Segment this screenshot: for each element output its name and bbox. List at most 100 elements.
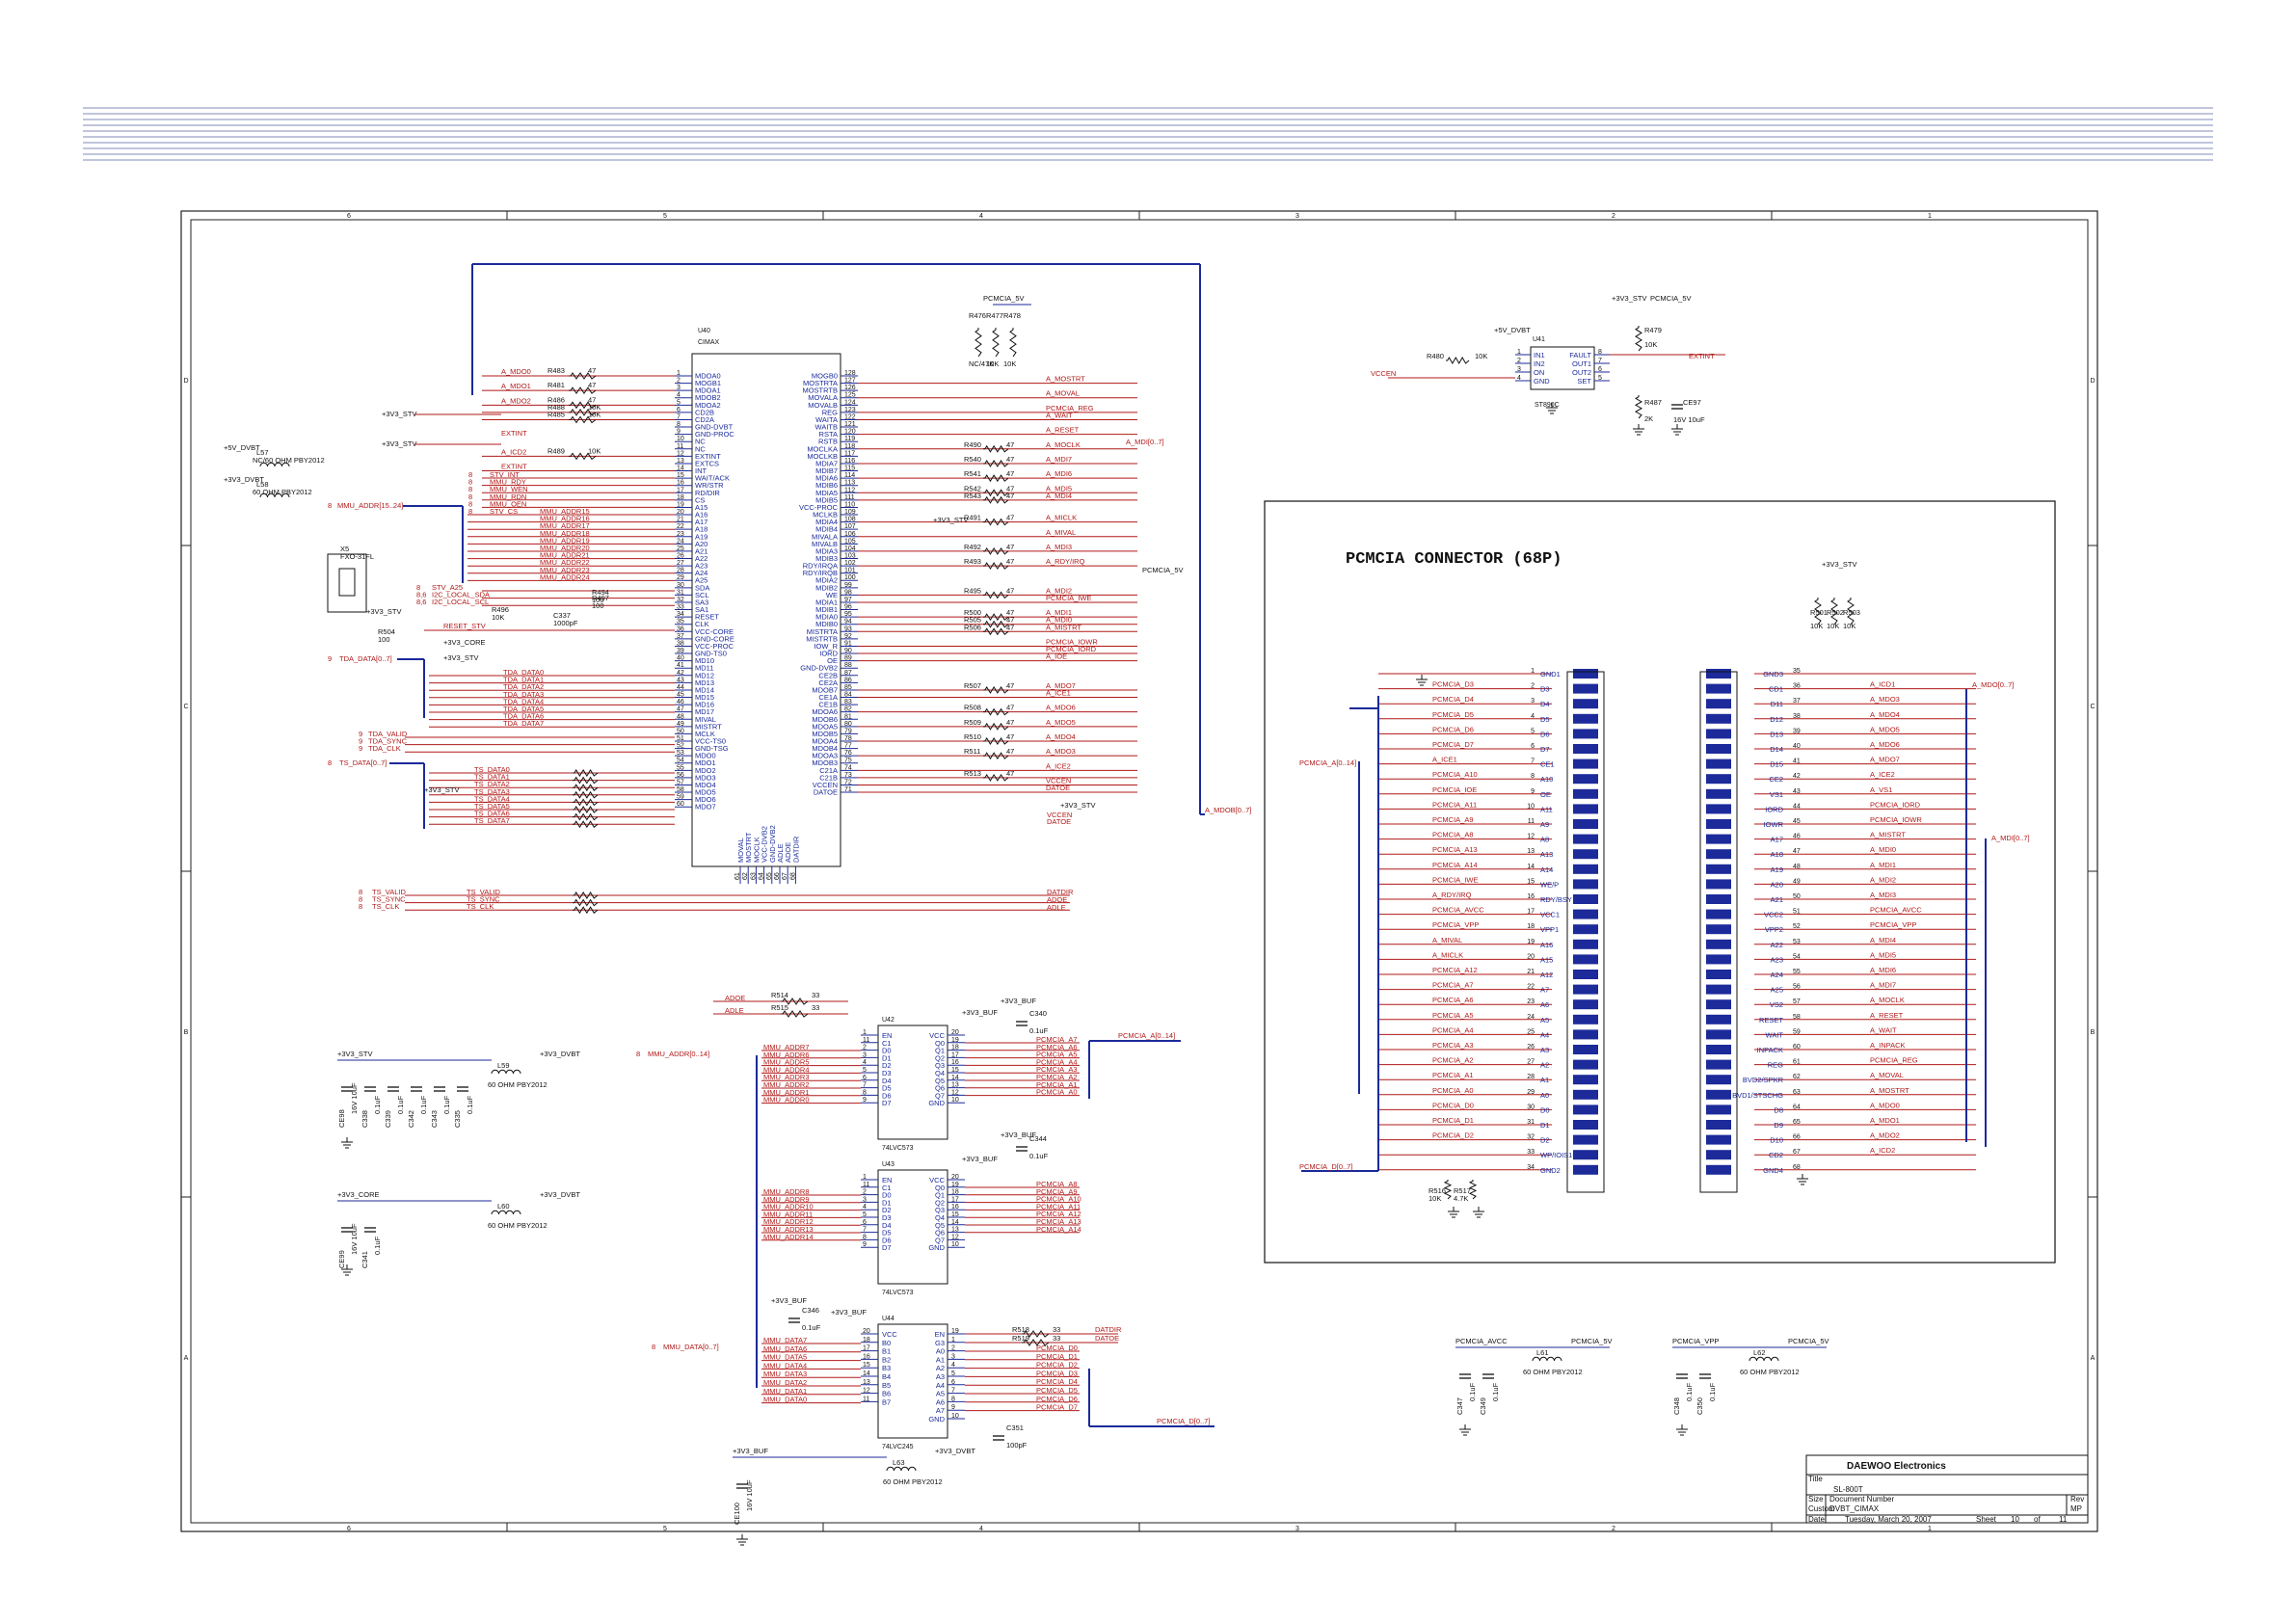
net-label: TS_CLK	[372, 902, 399, 911]
chip-pin-name: D0	[882, 1047, 892, 1055]
power-label: +3V3_STV	[382, 410, 416, 418]
power-label: PCMCIA_5V	[1650, 294, 1692, 303]
u40-pin-num: 58	[677, 786, 684, 793]
chip-pin-name: B2	[882, 1355, 891, 1364]
conn-contact	[1706, 713, 1731, 724]
conn-pin-name: A10	[1540, 775, 1553, 784]
frame-row-label: B	[2091, 1029, 2096, 1036]
cap-val: 0.1uF	[396, 1095, 405, 1114]
u40-pin-name: A24	[695, 569, 707, 577]
net-label: I2C_LOCAL_SDA	[432, 591, 490, 599]
net-label: STV_A25	[432, 583, 463, 592]
resistor-array	[573, 776, 599, 785]
u40-pin-num: 71	[844, 786, 852, 793]
u40-pin-num: 85	[844, 684, 852, 691]
conn-pin-name: VPP1	[1540, 925, 1559, 934]
u40-pin-num: 44	[677, 684, 684, 691]
net-label: MMU_ADDR2	[763, 1080, 810, 1089]
power-label: +3V3_CORE	[443, 638, 486, 647]
net-label: PCMCIA_IWE	[1046, 594, 1092, 602]
inductor-val: 60 OHM PBY2012	[488, 1221, 547, 1230]
net-label: DATOE	[1047, 817, 1071, 826]
chip-pin-num: 12	[951, 1089, 959, 1096]
conn-contact	[1706, 1059, 1731, 1070]
conn-pin-num: 33	[1527, 1149, 1535, 1156]
conn-pin-name: GND3	[1763, 670, 1783, 678]
conn-contact	[1706, 699, 1731, 709]
conn-contact	[1706, 954, 1731, 965]
conn-pin-num: 54	[1793, 953, 1801, 960]
net-label: EXTINT	[501, 429, 527, 438]
conn-pin-name: RESET	[1759, 1016, 1783, 1024]
net-label: MMU_ADDR11	[763, 1210, 813, 1218]
u41-part: ST890C	[1535, 402, 1560, 409]
conn-pin-num: 49	[1793, 878, 1801, 885]
net-label: PCMCIA_A12	[1036, 1210, 1081, 1218]
u40-pin-name: MDIA1	[815, 598, 838, 606]
power-label: +3V3_BUF	[962, 1008, 998, 1017]
cap-val: 100pF	[1006, 1441, 1028, 1450]
net-label: PCMCIA_IOE	[1432, 785, 1477, 794]
res-val: 10K	[1843, 622, 1855, 630]
conn-pin-num: 28	[1527, 1074, 1535, 1080]
power-label: PCMCIA_5V	[1571, 1337, 1613, 1345]
bus-label: A_MDOB[0..7]	[1205, 806, 1251, 814]
res-ref: R490	[964, 440, 981, 449]
net-label: MMU_ADDR21	[540, 551, 590, 560]
u40-pin-num: 96	[844, 604, 852, 611]
u40-pin-num: 79	[844, 728, 852, 734]
res-ref: R501	[1810, 608, 1828, 617]
u40-pin-name: MDO6	[695, 795, 716, 804]
chip-pin-name: B4	[882, 1372, 891, 1381]
u40-pin-name: MDOB6	[812, 715, 838, 724]
cap-val: 0.1uF	[419, 1095, 428, 1114]
conn-body-right	[1699, 671, 1738, 1193]
u40-pin-name: A25	[695, 576, 707, 585]
cap-val: 0.1uF	[1491, 1382, 1500, 1401]
power-label: +3V3_BUF	[733, 1447, 768, 1455]
conn-pin-name: A11	[1540, 805, 1553, 813]
chip-pin-name: Q0	[935, 1039, 945, 1048]
u40-pin-name: RSTA	[819, 430, 838, 439]
conn-pin-num: 40	[1793, 743, 1801, 750]
conn-contact	[1573, 1150, 1598, 1160]
frame-row-label: A	[184, 1355, 189, 1362]
res-ref: R487	[1644, 398, 1662, 407]
chip-pin-name: D3	[882, 1213, 892, 1222]
conn-pin-name: CE1	[1540, 760, 1555, 769]
resistor	[992, 328, 1000, 358]
cap-val: 16V 10uF	[745, 1479, 754, 1511]
res-val: 10K	[588, 410, 601, 418]
u40-pin-num: 25	[677, 545, 684, 552]
chip-pin-name: B5	[882, 1381, 891, 1390]
res-ref: R513	[964, 769, 981, 778]
res-ref: R492	[964, 543, 981, 551]
u40-pin-num: 72	[844, 779, 852, 785]
net-label: MMU_ADDR19	[540, 536, 590, 545]
cap-ref: C335	[453, 1110, 462, 1128]
chip-pin-num: 7	[863, 1227, 867, 1234]
u40-pin-num: 6	[677, 407, 681, 413]
chip-pin-num: 4	[951, 1362, 955, 1369]
chip-pin-name: Q6	[935, 1229, 945, 1237]
resistor	[569, 415, 597, 424]
u40-pin-num: 61	[734, 872, 741, 880]
of-label: of	[2034, 1515, 2041, 1524]
u40-pin-num: 48	[677, 713, 684, 720]
chip-pin-num: 18	[863, 1337, 870, 1344]
u41-pin-num: 2	[1517, 358, 1521, 364]
u40-pin-num: 51	[677, 735, 684, 742]
res-ref: R495	[964, 586, 981, 595]
res-val: 47	[1006, 747, 1014, 756]
net-label: PCMCIA_A14	[1036, 1225, 1081, 1234]
net-label: PCMCIA_A10	[1036, 1195, 1081, 1204]
u40-pin-name: MDIA5	[815, 489, 838, 497]
u40-pin-num: 76	[844, 750, 852, 757]
chip-pin-name: Q0	[935, 1184, 945, 1192]
pcmcia-frame	[1264, 500, 2056, 1264]
u40-pin-name: NC	[695, 444, 706, 453]
